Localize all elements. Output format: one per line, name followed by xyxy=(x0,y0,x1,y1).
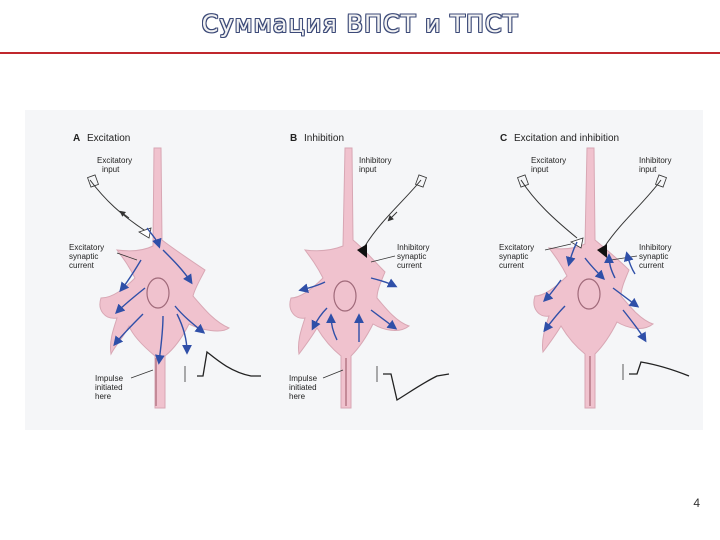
current-arrows-b xyxy=(298,277,398,342)
nucleus-a xyxy=(146,277,170,309)
leader-current-b xyxy=(370,255,396,263)
excitatory-terminal-a xyxy=(138,227,152,239)
cell-body-b xyxy=(289,147,411,409)
electrode-b xyxy=(415,174,427,188)
panel-c-title: Excitation and inhibition xyxy=(514,133,619,144)
panel-c: C Excitation and inhibition Excitatory i… xyxy=(499,133,690,409)
nucleus-c xyxy=(577,278,601,310)
label-inh-input-c: Inhibitory input xyxy=(639,156,674,174)
leader-impulse-b xyxy=(322,369,344,379)
label-exc-current-c: Excitatory synaptic current xyxy=(499,243,536,270)
leader-exc-current-c xyxy=(544,243,572,251)
label-exc-input-c: Excitatory input xyxy=(531,156,568,174)
electrode-a xyxy=(87,174,99,188)
epsp-trace-a xyxy=(184,350,261,382)
neuron-figure: A Excitation Excitatory input Excitatory… xyxy=(25,110,703,430)
electrode-c-exc xyxy=(517,174,529,188)
label-inh-current-c: Inhibitory synaptic current xyxy=(639,243,674,270)
panel-a: A Excitation Excitatory input Excitatory… xyxy=(69,133,261,409)
label-impulse-b: Impulse initiated here xyxy=(289,374,319,401)
current-arrows-c xyxy=(543,241,647,343)
label-exc-current-a: Excitatory synaptic current xyxy=(69,243,106,270)
svg-text:C: C xyxy=(500,133,507,144)
inhibitory-terminal-b xyxy=(357,244,367,258)
ipsp-trace-b xyxy=(376,366,450,402)
panel-a-letter: A xyxy=(73,133,80,144)
inhibitory-fiber-c xyxy=(604,179,662,247)
svg-text:B: B xyxy=(290,133,297,144)
nucleus-b xyxy=(333,280,357,312)
leader-current-a xyxy=(116,252,138,261)
title-rule xyxy=(0,52,720,54)
neuron-c xyxy=(533,147,655,409)
current-arrows-a xyxy=(113,227,206,365)
neuron-diagram: A Excitation Excitatory input Excitatory… xyxy=(69,133,690,409)
svg-text:A: A xyxy=(73,133,80,144)
label-impulse-a: Impulse initiated here xyxy=(95,374,125,401)
neuron-a xyxy=(99,147,230,409)
panel-b-letter: B xyxy=(290,133,297,144)
cell-body-c xyxy=(533,147,655,409)
label-inh-current-b: Inhibitory synaptic current xyxy=(397,243,432,270)
slide-title: Суммация ВПСТ и ТПСТ xyxy=(201,10,519,38)
inhibitory-fiber-b xyxy=(364,179,422,247)
electrode-c-inh xyxy=(655,174,667,188)
leader-impulse-a xyxy=(130,369,154,379)
panel-b: B Inhibition Inhibitory input Inhibitory… xyxy=(289,133,450,409)
panel-c-letter: C xyxy=(500,133,507,144)
page-number: 4 xyxy=(693,496,700,510)
fiber-arrow-b xyxy=(387,211,398,222)
label-inh-input-b: Inhibitory input xyxy=(359,156,394,174)
fiber-arrow-a xyxy=(119,210,130,219)
excitatory-fiber-a xyxy=(89,179,148,233)
panel-b-title: Inhibition xyxy=(304,133,344,144)
label-exc-input-a: Excitatory input xyxy=(97,156,134,174)
neuron-b xyxy=(289,147,411,409)
panel-a-title: Excitation xyxy=(87,133,130,144)
excitatory-fiber-c xyxy=(520,179,578,239)
cell-body-a xyxy=(99,147,230,409)
summed-trace-c xyxy=(622,361,690,380)
